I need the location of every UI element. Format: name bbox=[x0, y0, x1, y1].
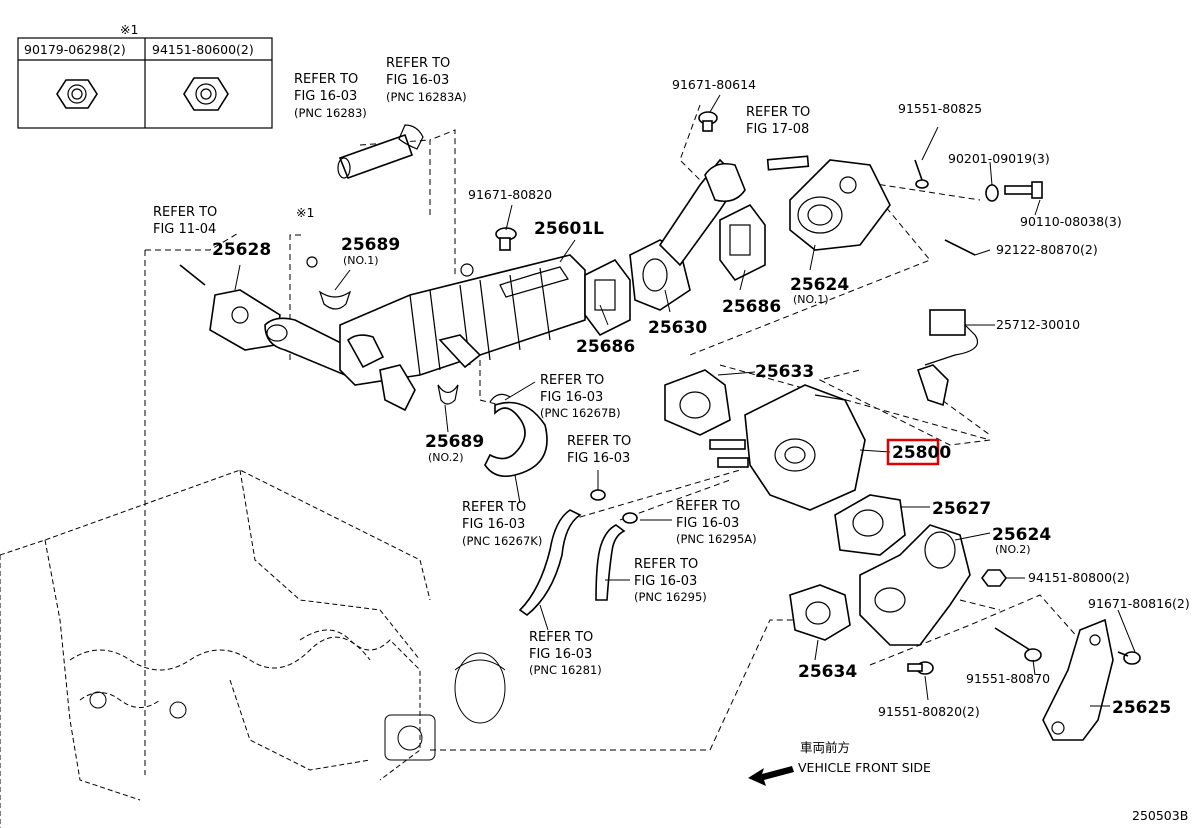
bracket-25625 bbox=[1042, 618, 1141, 741]
part-91551-80820: 91551-80820(2) bbox=[878, 704, 980, 719]
direction-jp: 車両前方 bbox=[800, 740, 850, 755]
bolt-icon bbox=[914, 159, 929, 189]
ref-16283-line3: (PNC 16283) bbox=[294, 106, 367, 120]
part-91671-80816: 91671-80816(2) bbox=[1088, 596, 1190, 611]
part-25633: 25633 bbox=[755, 362, 814, 382]
ref-16295-line3: (PNC 16295) bbox=[634, 590, 707, 604]
egr-valve-middle bbox=[584, 111, 810, 337]
part-25686-left: 25686 bbox=[576, 337, 635, 357]
ref-16283a-line2: FIG 16-03 bbox=[386, 73, 449, 88]
washer-icon bbox=[985, 184, 999, 202]
water-hoses bbox=[484, 393, 638, 617]
note-mark-small: ※1 bbox=[296, 205, 314, 220]
ref-16267b-line1: REFER TO bbox=[540, 373, 604, 388]
part-91671-80614: 91671-80614 bbox=[672, 77, 756, 92]
flange-nut-icon bbox=[56, 79, 98, 109]
top-hose bbox=[337, 124, 424, 180]
bolt-icon bbox=[907, 661, 934, 675]
gasket-25634 bbox=[789, 584, 851, 641]
part-25689-no2-sub: (NO.2) bbox=[428, 451, 464, 464]
gasket-25686-left bbox=[584, 258, 631, 337]
ref-16295a-line3: (PNC 16295A) bbox=[676, 532, 757, 546]
throttle-body-25624-no1 bbox=[789, 159, 1043, 256]
part-91671-80820: 91671-80820 bbox=[468, 187, 552, 202]
part-25689-no2: 25689 bbox=[425, 432, 484, 452]
part-25689-no1-sub: (NO.1) bbox=[343, 254, 379, 267]
ref-16283a-line1: REFER TO bbox=[386, 56, 450, 71]
nut-icon bbox=[981, 569, 1007, 587]
vehicle-front-indicator: 車両前方 VEHICLE FRONT SIDE bbox=[748, 740, 931, 786]
ref-16281-line1: REFER TO bbox=[529, 630, 593, 645]
part-25625: 25625 bbox=[1112, 698, 1171, 718]
ref-16283-line2: FIG 16-03 bbox=[294, 89, 357, 104]
table-note-mark: ※1 bbox=[120, 22, 138, 37]
table-col1: 90179-06298(2) bbox=[24, 42, 126, 57]
egr-valve-25800 bbox=[709, 384, 866, 511]
egr-pipe-assembly bbox=[179, 256, 357, 377]
ref-16295a-line2: FIG 16-03 bbox=[676, 516, 739, 531]
gasket-25686-right bbox=[719, 203, 766, 282]
part-94151-80800: 94151-80800(2) bbox=[1028, 570, 1130, 585]
part-25712-30010: 25712-30010 bbox=[996, 317, 1080, 332]
part-25628: 25628 bbox=[212, 240, 271, 260]
part-25601L: 25601L bbox=[534, 219, 604, 239]
ref-16281-line3: (PNC 16281) bbox=[529, 663, 602, 677]
bolt-icon bbox=[1117, 651, 1141, 665]
table-col2: 94151-80600(2) bbox=[152, 42, 254, 57]
fastener-table: ※1 90179-06298(2) 94151-80600(2) bbox=[17, 22, 273, 129]
arrow-left-icon bbox=[748, 766, 794, 786]
part-25800: 25800 bbox=[892, 443, 951, 463]
ref-16283a-line3: (PNC 16283A) bbox=[386, 90, 467, 104]
part-25624-no2-sub: (NO.2) bbox=[995, 543, 1031, 556]
part-90110-08038: 90110-08038(3) bbox=[1020, 214, 1122, 229]
egr-pipe-25624-no2 bbox=[859, 524, 1042, 675]
stud-icon bbox=[944, 239, 976, 256]
pipe-icon bbox=[766, 155, 810, 171]
ref-16267k-line2: FIG 16-03 bbox=[462, 517, 525, 532]
bolt-icon bbox=[495, 227, 517, 251]
ref-16295-line1: REFER TO bbox=[634, 557, 698, 572]
hex-nut-icon bbox=[183, 77, 229, 111]
part-90201-09019: 90201-09019(3) bbox=[948, 151, 1050, 166]
part-25624-no1-sub: (NO.1) bbox=[793, 293, 829, 306]
figure-id: 250503B bbox=[1132, 808, 1188, 823]
bolt-icon bbox=[1004, 181, 1043, 199]
ref-1104-line2: FIG 11-04 bbox=[153, 222, 216, 237]
part-25627: 25627 bbox=[932, 499, 991, 519]
direction-en: VEHICLE FRONT SIDE bbox=[798, 760, 931, 775]
ref-16267b-line2: FIG 16-03 bbox=[540, 390, 603, 405]
ref-1603mid-line2: FIG 16-03 bbox=[567, 451, 630, 466]
highlight-box bbox=[886, 438, 940, 466]
ref-16295-line2: FIG 16-03 bbox=[634, 574, 697, 589]
ref-16295a-line1: REFER TO bbox=[676, 499, 740, 514]
part-25624-no2: 25624 bbox=[992, 525, 1051, 545]
part-25630: 25630 bbox=[648, 318, 707, 338]
part-25686-right: 25686 bbox=[722, 297, 781, 317]
bolt-icon bbox=[698, 111, 718, 132]
leader-lines bbox=[234, 94, 1136, 707]
part-25634: 25634 bbox=[798, 662, 857, 682]
part-91551-80870: 91551-80870 bbox=[966, 671, 1050, 686]
labels: ※1 REFER TO FIG 16-03 (PNC 16283) REFER … bbox=[153, 56, 1190, 719]
engine-block-outline bbox=[0, 469, 506, 828]
egr-sensor-25712 bbox=[916, 309, 979, 407]
part-25624-no1: 25624 bbox=[790, 275, 849, 295]
ref-1104-line1: REFER TO bbox=[153, 205, 217, 220]
part-91551-80825: 91551-80825 bbox=[898, 101, 982, 116]
ref-16267k-line3: (PNC 16267K) bbox=[462, 534, 542, 548]
part-25689-no1: 25689 bbox=[341, 235, 400, 255]
ref-16267k-line1: REFER TO bbox=[462, 500, 526, 515]
part-92122-80870: 92122-80870(2) bbox=[996, 242, 1098, 257]
ref-16283-line1: REFER TO bbox=[294, 72, 358, 87]
ref-16267b-line3: (PNC 16267B) bbox=[540, 406, 621, 420]
egr-cooler-25601L bbox=[339, 227, 586, 412]
ref-16281-line2: FIG 16-03 bbox=[529, 647, 592, 662]
ref-1708-line2: FIG 17-08 bbox=[746, 122, 809, 137]
ref-1603mid-line1: REFER TO bbox=[567, 434, 631, 449]
ref-1708-line1: REFER TO bbox=[746, 105, 810, 120]
gasket-25633 bbox=[664, 369, 731, 436]
bolt-icon bbox=[994, 627, 1042, 662]
gasket-25627 bbox=[834, 494, 906, 556]
